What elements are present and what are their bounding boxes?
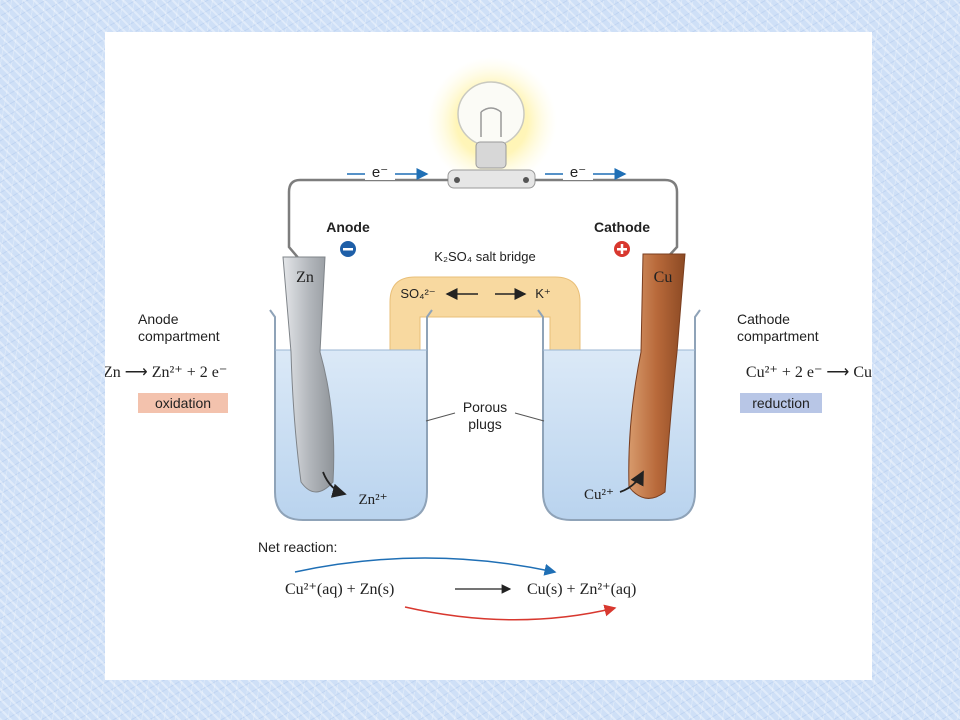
net-electron-arc: [294, 557, 557, 576]
copper-electrode-label: Cu: [654, 269, 673, 286]
salt-bridge-label: K₂SO₄ salt bridge: [434, 249, 535, 264]
zinc-electrode-label: Zn: [296, 269, 314, 286]
galvanic-cell-diagram: e⁻ e⁻ Anode Cathode K₂SO₄ salt bridge SO…: [105, 57, 872, 621]
anode-half-reaction: Zn ⟶ Zn²⁺ + 2 e⁻: [105, 364, 227, 381]
cathode-label: Cathode: [594, 219, 650, 235]
diagram-card: e⁻ e⁻ Anode Cathode K₂SO₄ salt bridge SO…: [105, 32, 872, 680]
cathode-half-reaction: Cu²⁺ + 2 e⁻ ⟶ Cu: [746, 364, 872, 381]
net-reaction-title: Net reaction:: [258, 539, 337, 555]
net-reactants: Cu²⁺(aq) + Zn(s): [285, 581, 394, 598]
zinc-ion-label: Zn²⁺: [358, 492, 387, 508]
cathode-compartment-line2: compartment: [737, 328, 819, 344]
left-wire: [287, 178, 448, 261]
reduction-badge-bg: [740, 393, 822, 413]
copper-electrode: [628, 253, 686, 499]
light-bulb: [427, 57, 557, 189]
electron-flow-left: e⁻: [347, 164, 429, 181]
copper-ion-label: Cu²⁺: [584, 487, 614, 503]
anode-compartment-line2: compartment: [138, 328, 220, 344]
electron-label-right: e⁻: [570, 164, 586, 181]
porous-label-line1: Porous: [463, 399, 507, 415]
porous-label-line2: plugs: [468, 416, 501, 432]
anode-label: Anode: [326, 219, 370, 235]
potassium-ion-label: K⁺: [535, 286, 551, 301]
plus-sign-icon: [614, 241, 630, 257]
oxidation-badge-bg: [138, 393, 228, 413]
anode-compartment-line1: Anode: [138, 311, 179, 327]
sulfate-ion-label: SO₄²⁻: [400, 286, 435, 301]
minus-sign-icon: [340, 241, 356, 257]
net-ion-arc: [404, 604, 617, 621]
right-wire: [535, 178, 679, 261]
net-products: Cu(s) + Zn²⁺(aq): [527, 581, 636, 598]
oxidation-label: oxidation: [155, 395, 211, 411]
electron-label-left: e⁻: [372, 164, 388, 181]
cathode-compartment-line1: Cathode: [737, 311, 790, 327]
reduction-label: reduction: [752, 395, 810, 411]
electron-flow-right: e⁻: [545, 164, 627, 181]
zinc-electrode: [282, 256, 335, 493]
